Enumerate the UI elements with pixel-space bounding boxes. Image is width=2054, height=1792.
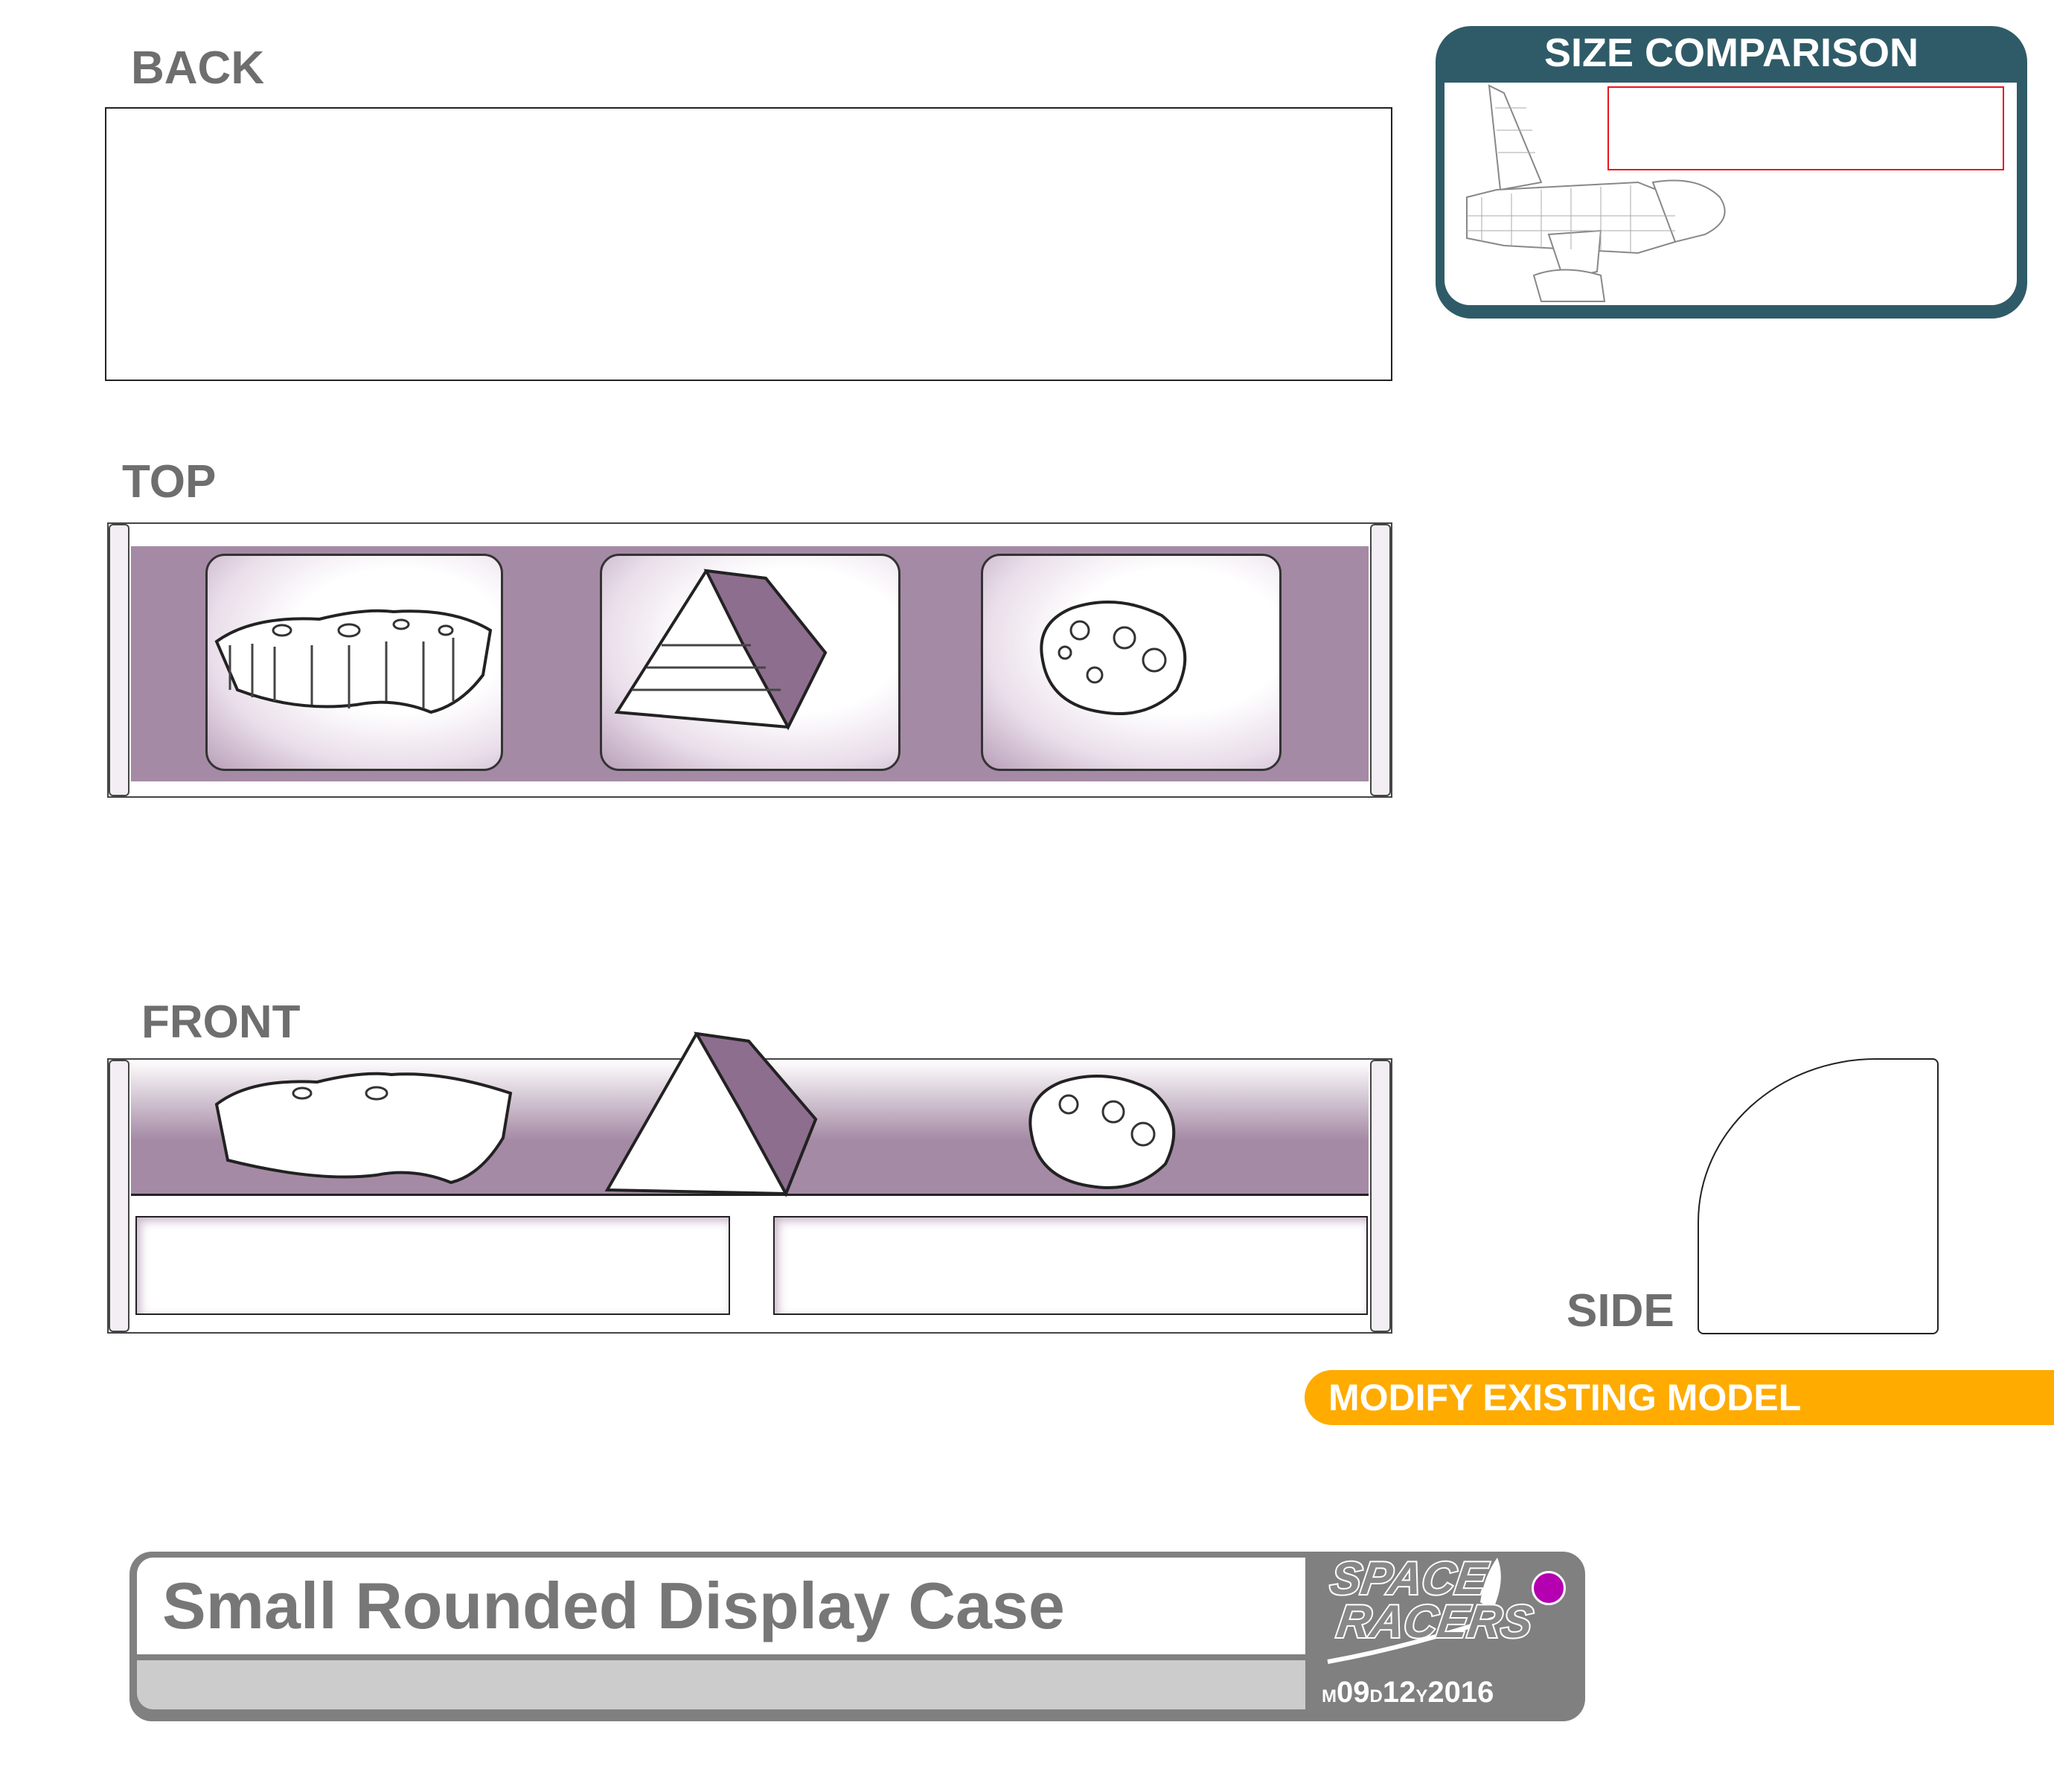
month-prefix: M: [1322, 1686, 1337, 1706]
top-left-post: [109, 524, 129, 796]
front-drawer-left: [135, 1216, 730, 1315]
day-value: 12: [1382, 1676, 1416, 1709]
wedge-rock-icon: [614, 569, 828, 731]
drawing-title: Small Rounded Display Case: [162, 1569, 1065, 1642]
front-right-post: [1370, 1060, 1391, 1332]
pillow-rock-3: [981, 554, 1282, 771]
front-left-post: [109, 1060, 129, 1332]
size-comparison-title: SIZE COMPARISON: [1543, 31, 1919, 75]
date-stamp: M09D12Y2016: [1322, 1674, 1494, 1715]
pillow-rock-1: [205, 554, 503, 771]
front-rocks-icon: [214, 1031, 1176, 1197]
rocket-logo-icon: [1327, 1558, 1501, 1664]
year-prefix: Y: [1415, 1686, 1428, 1706]
year-value: 2016: [1427, 1676, 1494, 1709]
round-rock-icon: [1040, 601, 1187, 715]
pillow-rock-2: [600, 554, 900, 771]
title-block: Small Rounded Display Case SPACE RACERS …: [129, 1552, 1585, 1721]
banner-text: MODIFY EXISTING MODEL: [1328, 1377, 1802, 1418]
side-view-label: SIDE: [1567, 1285, 1674, 1337]
title-subfield: [137, 1660, 1305, 1709]
front-drawer-right: [773, 1216, 1368, 1315]
size-comparison-panel: SIZE COMPARISON: [1436, 26, 2027, 319]
top-view-label: TOP: [122, 456, 217, 508]
title-field: Small Rounded Display Case: [137, 1558, 1305, 1654]
back-view-panel: [105, 107, 1392, 381]
modify-existing-model-banner: MODIFY EXISTING MODEL: [1305, 1370, 2054, 1425]
month-value: 09: [1337, 1676, 1370, 1709]
long-rock-icon: [214, 609, 493, 714]
back-view-label: BACK: [131, 42, 265, 94]
top-right-post: [1370, 524, 1391, 796]
day-prefix: D: [1369, 1686, 1383, 1706]
size-comparison-canvas: [1444, 83, 2017, 305]
spaceship-wireframe-icon: [1466, 84, 1726, 302]
side-view-profile: [1698, 1058, 1939, 1334]
size-comparison-highlight-box: [1607, 86, 2004, 170]
logo-wordmark: SPACE RACERS: [1321, 1552, 1538, 1649]
front-view-case: [107, 1031, 1392, 1334]
top-view-case: [107, 522, 1392, 798]
status-dot: [1532, 1571, 1566, 1605]
front-view-label: FRONT: [141, 996, 301, 1048]
space-racers-logo: SPACE RACERS: [1320, 1552, 1538, 1669]
